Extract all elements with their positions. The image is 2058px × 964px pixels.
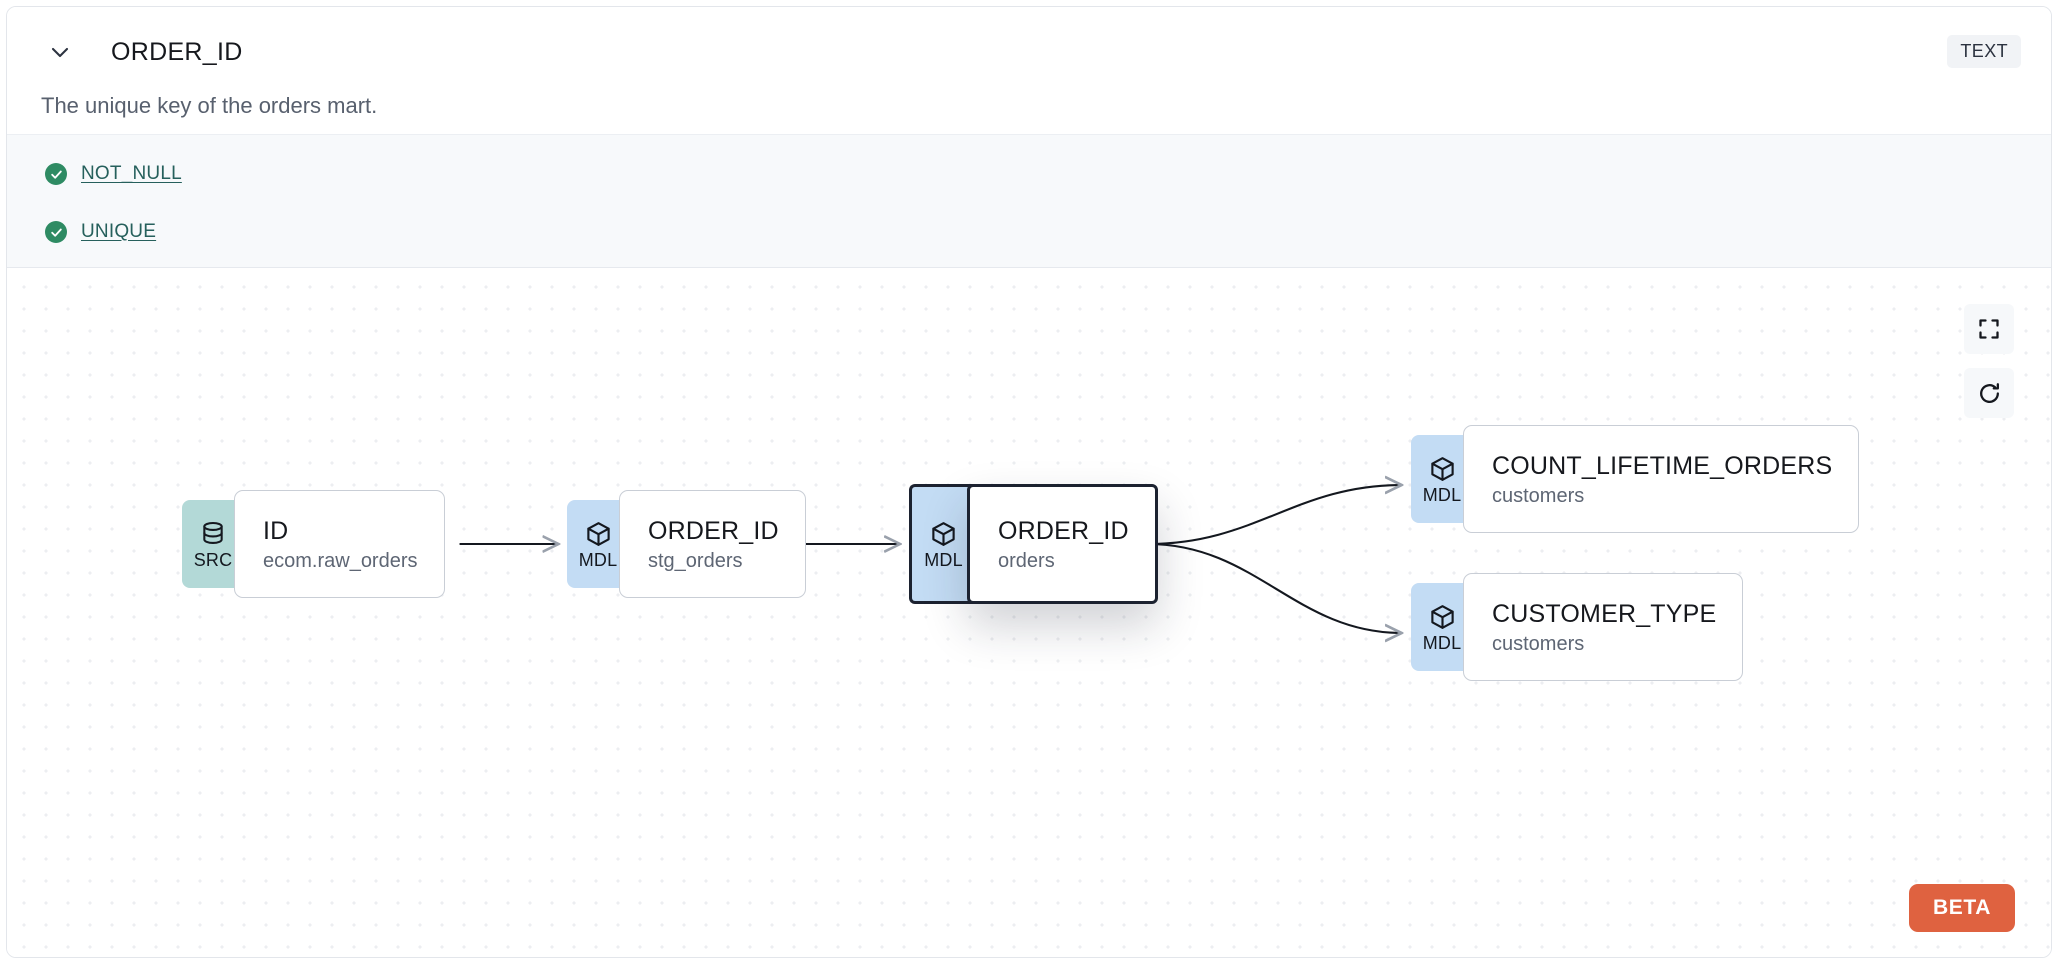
node-subtitle: customers [1492, 633, 1585, 655]
node-name: ORDER_ID [648, 517, 779, 545]
edge-orders-custtype [1147, 542, 1402, 633]
node-kind-label: SRC [193, 549, 233, 570]
lineage-node-customer-type[interactable]: MDL CUSTOMER_TYPE customers [1411, 573, 1744, 681]
node-subtitle: customers [1492, 485, 1585, 507]
refresh-icon[interactable] [1964, 368, 2014, 418]
node-name: CUSTOMER_TYPE [1492, 600, 1717, 628]
node-kind-label: MDL [578, 549, 618, 570]
node-name: ID [263, 517, 289, 545]
lineage-node-orders-selected[interactable]: MDL ORDER_ID orders [909, 484, 1158, 604]
node-kind-badge: MDL [1411, 435, 1473, 523]
node-kind-badge: SRC [182, 500, 244, 588]
lineage-node-count-lifetime-orders[interactable]: MDL COUNT_LIFETIME_ORDERS customers [1411, 425, 1860, 533]
node-kind-label: MDL [924, 549, 963, 570]
column-description: The unique key of the orders mart. [41, 93, 378, 118]
node-subtitle: ecom.raw_orders [263, 550, 418, 572]
cube-icon [1429, 454, 1456, 484]
lineage-node-stg-orders[interactable]: MDL ORDER_ID stg_orders [567, 490, 806, 598]
node-subtitle: stg_orders [648, 550, 743, 572]
node-body: ORDER_ID stg_orders [619, 490, 806, 598]
panel-header: ORDER_ID TEXT [7, 7, 2051, 93]
database-icon [200, 519, 226, 549]
cube-icon [1429, 602, 1456, 632]
node-kind-badge: MDL [1411, 583, 1473, 671]
test-label[interactable]: UNIQUE [81, 221, 157, 242]
node-body: ID ecom.raw_orders [234, 490, 445, 598]
node-name: ORDER_ID [998, 517, 1129, 545]
chevron-down-icon[interactable] [45, 37, 75, 67]
beta-badge[interactable]: BETA [1908, 884, 2015, 932]
node-body: ORDER_ID orders [967, 484, 1158, 604]
test-label[interactable]: NOT_NULL [81, 163, 182, 184]
canvas-controls [1964, 304, 2014, 418]
cube-icon [585, 519, 612, 549]
lineage-edges [459, 268, 2051, 958]
fit-view-icon[interactable] [1964, 304, 2014, 354]
column-type-badge: TEXT [1947, 35, 2021, 68]
check-circle-icon [45, 163, 67, 185]
test-item-unique[interactable]: UNIQUE [45, 221, 156, 243]
page-title: ORDER_ID [111, 38, 243, 66]
edge-orders-count [1147, 485, 1402, 546]
test-item-not-null[interactable]: NOT_NULL [45, 163, 182, 185]
lineage-canvas[interactable]: SRC ID ecom.raw_orders MDL ORDER_ID stg_… [7, 268, 2051, 958]
node-body: CUSTOMER_TYPE customers [1463, 573, 1744, 681]
check-circle-icon [45, 221, 67, 243]
node-name: COUNT_LIFETIME_ORDERS [1492, 452, 1833, 480]
cube-icon [930, 519, 957, 549]
node-kind-label: MDL [1422, 484, 1462, 505]
node-subtitle: orders [998, 550, 1055, 572]
node-kind-badge: MDL [909, 484, 975, 604]
tests-section: NOT_NULL UNIQUE [7, 134, 2051, 268]
node-kind-label: MDL [1422, 632, 1462, 653]
column-detail-panel: ORDER_ID TEXT The unique key of the orde… [6, 6, 2052, 958]
node-kind-badge: MDL [567, 500, 629, 588]
node-body: COUNT_LIFETIME_ORDERS customers [1463, 425, 1860, 533]
lineage-node-src[interactable]: SRC ID ecom.raw_orders [182, 490, 445, 598]
